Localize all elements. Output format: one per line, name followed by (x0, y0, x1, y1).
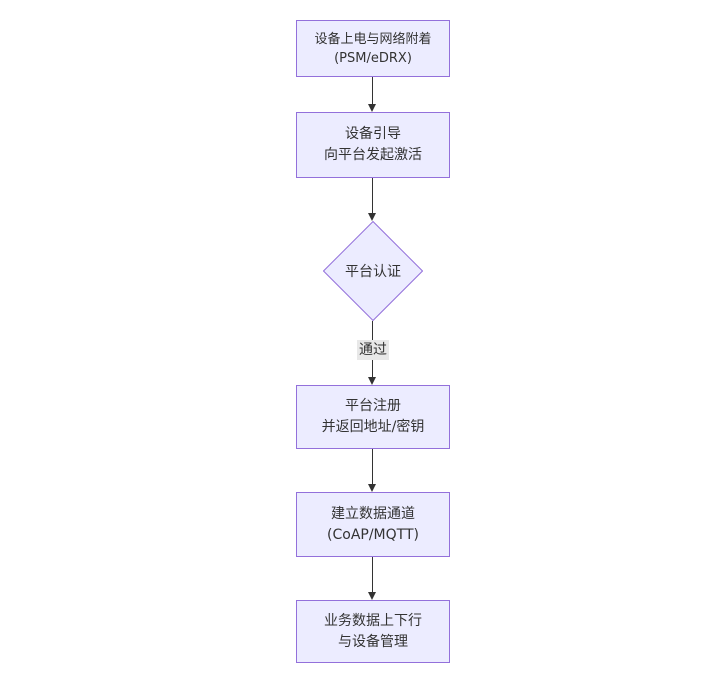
node-text-line: 设备引导 (345, 126, 401, 142)
node-text-line: 与设备管理 (338, 633, 408, 650)
arrow-line (372, 178, 373, 214)
node-text-line: 平台注册 (345, 398, 401, 414)
arrowhead-icon (368, 592, 376, 600)
arrow-line (372, 449, 373, 485)
decision-diamond-label: 平台认证 (323, 221, 423, 321)
arrowhead-icon (368, 377, 376, 385)
node-text-line: 设备上电与网络附着 (314, 31, 432, 47)
decision-diamond-platform-auth (323, 221, 423, 321)
node-text-line: 平台认证 (345, 264, 401, 280)
node-text-line: (PSM/eDRX) (334, 50, 412, 66)
flow-arrow-2 (368, 178, 377, 221)
flow-arrow-1 (368, 77, 377, 112)
node-power-network-attach: 设备上电与网络附着 (PSM/eDRX) (296, 20, 450, 77)
node-text-line: 并返回地址/密钥 (321, 419, 425, 435)
flow-arrow-5 (368, 557, 377, 600)
node-device-bootstrap: 设备引导 向平台发起激活 (296, 112, 450, 178)
edge-label-pass: 通过 (357, 340, 389, 360)
flow-arrow-4 (368, 449, 377, 492)
node-text-line: (CoAP/MQTT) (327, 526, 419, 543)
node-text-line: 向平台发起激活 (324, 147, 422, 163)
node-text-line: 业务数据上下行 (324, 612, 422, 629)
node-data-channel: 建立数据通道 (CoAP/MQTT) (296, 492, 450, 557)
node-platform-register: 平台注册 并返回地址/密钥 (296, 385, 450, 449)
arrow-line (372, 77, 373, 105)
arrowhead-icon (368, 104, 376, 112)
arrowhead-icon (368, 213, 376, 221)
node-business-data: 业务数据上下行 与设备管理 (296, 600, 450, 663)
arrow-line (372, 557, 373, 593)
node-text-line: 建立数据通道 (331, 505, 415, 522)
arrowhead-icon (368, 484, 376, 492)
